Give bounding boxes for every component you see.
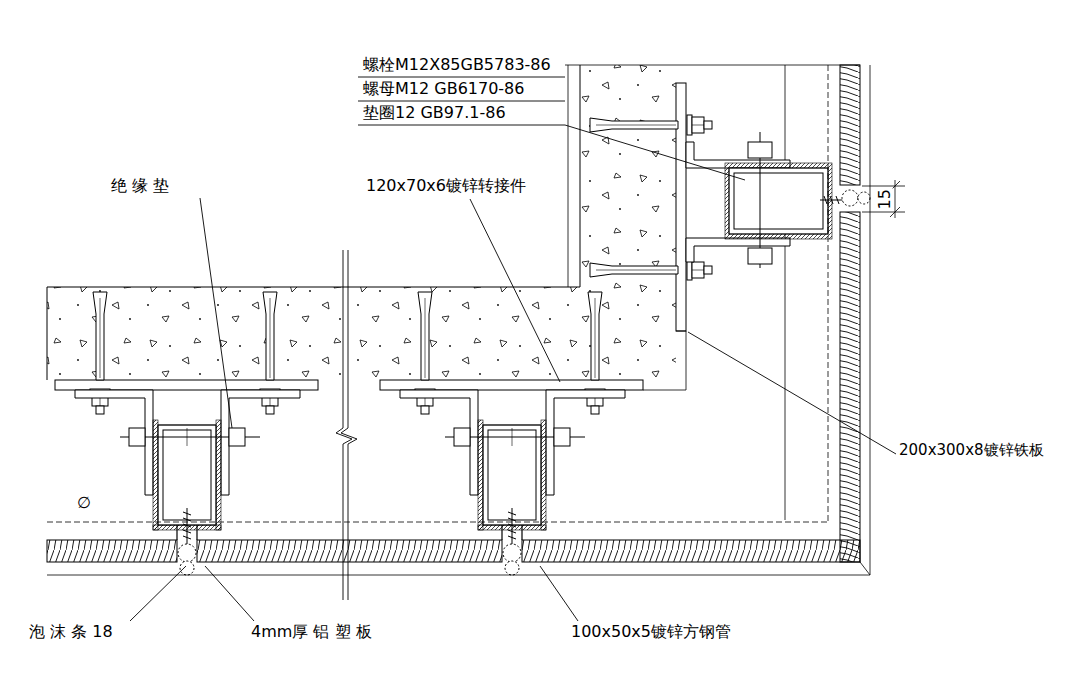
part-label: 100x50x5镀锌方钢管: [570, 623, 732, 641]
anchor-bolts: [90, 115, 712, 414]
drawing-rect: [197, 540, 502, 562]
drawing-line: [870, 65, 871, 575]
drawing-rect: [840, 65, 860, 185]
drawing-path: [130, 566, 186, 621]
part-label: 4mm厚 铝 塑 板: [250, 623, 373, 641]
drawing-line: [47, 522, 828, 523]
drawing-line: [828, 65, 829, 522]
drawing-path: [565, 125, 745, 180]
drawing-path: [688, 332, 896, 454]
drawing-circle: [842, 190, 858, 206]
reference-lines: [47, 65, 828, 600]
drawing-path: [686, 238, 790, 262]
leader-lines: [130, 77, 896, 621]
drawing-path: [205, 566, 254, 621]
drawing-line: [785, 65, 786, 520]
drawing-rect: [748, 248, 772, 264]
drawing-rect: [47, 540, 177, 562]
drawing-rect: [522, 540, 860, 562]
washer-spec: 垫圈12 GB97.1-86: [362, 104, 507, 122]
part-label: 200x300x8镀锌铁板: [898, 442, 1045, 459]
dimension-text: 15: [876, 188, 894, 210]
drawing-path: [643, 331, 686, 390]
drawing-line: [565, 65, 860, 66]
drawing-rect: [676, 83, 686, 331]
aluminium-panels: [47, 65, 870, 575]
drawing-path: [47, 562, 870, 575]
bolt-spec: 螺栓M12X85GB5783-86: [362, 56, 552, 74]
drawing-path: [358, 77, 565, 125]
drawing-use: [590, 260, 712, 280]
drawing-line: [568, 65, 569, 287]
drawing-rect: [729, 168, 828, 234]
drawing-path: [47, 65, 580, 380]
nut-spec: 螺母M12 GB6170-86: [362, 80, 525, 98]
drawing-rect: [734, 173, 823, 229]
dimension-15: [862, 180, 905, 218]
drawing-path: [336, 250, 357, 600]
part-label: 泡 沫 条 18: [28, 623, 114, 641]
part-label: 120x70x6镀锌转接件: [365, 177, 527, 195]
drawing-use: [590, 115, 712, 135]
drawing-rect: [748, 142, 772, 158]
part-label: 绝 缘 垫: [110, 177, 170, 195]
drawing-path: [540, 566, 578, 621]
drawing-rect: [840, 212, 860, 562]
drawing-path: [470, 199, 560, 382]
drawing-path: [862, 180, 905, 218]
drawing-path: [47, 65, 676, 380]
drawing-path: [200, 198, 232, 428]
drawing-rect: [725, 163, 832, 239]
symbol-label: ∅: [76, 494, 92, 512]
drawing-circle: [858, 192, 870, 204]
